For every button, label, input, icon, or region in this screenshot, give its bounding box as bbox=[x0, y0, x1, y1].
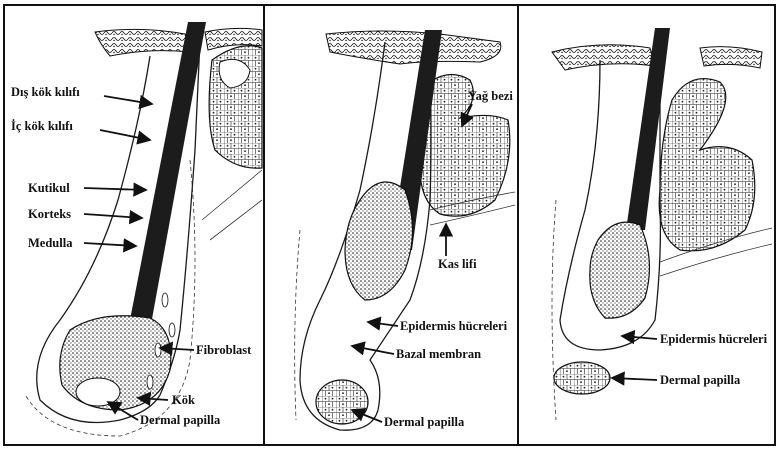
arrow-medulla bbox=[84, 243, 136, 246]
arrow-kutikul bbox=[84, 188, 146, 190]
label-fibroblast: Fibroblast bbox=[196, 343, 252, 357]
label-epidermis-hucreleri-right: Epidermis hücreleri bbox=[660, 332, 768, 346]
arrow-dermal-papilla-right bbox=[612, 378, 657, 380]
label-kutikul: Kutikul bbox=[28, 181, 70, 195]
label-ic-kok-kilifi: İç kök kılıfı bbox=[11, 119, 73, 133]
label-bazal-membran: Bazal membran bbox=[396, 347, 481, 361]
label-dermal-papilla-middle: Dermal papilla bbox=[384, 415, 465, 429]
label-dermal-papilla-right: Dermal papilla bbox=[660, 373, 741, 387]
panel-right-drawing bbox=[552, 28, 772, 420]
label-yag-bezi: Yağ bezi bbox=[468, 89, 513, 103]
label-dis-kok-kilifi: Dış kök kılıfı bbox=[11, 85, 80, 99]
arrow-dis-kok-kilifi bbox=[104, 96, 152, 104]
label-dermal-papilla-left: Dermal papilla bbox=[140, 413, 221, 427]
arrow-bazal-membran bbox=[352, 346, 394, 354]
arrow-ic-kok-kilifi bbox=[100, 130, 150, 140]
label-korteks: Korteks bbox=[28, 207, 71, 221]
label-kas-lifi: Kas lifi bbox=[438, 257, 477, 271]
label-kok: Kök bbox=[172, 393, 195, 407]
label-epidermis-hucreleri-middle: Epidermis hücreleri bbox=[400, 319, 508, 333]
label-medulla: Medulla bbox=[28, 236, 73, 250]
